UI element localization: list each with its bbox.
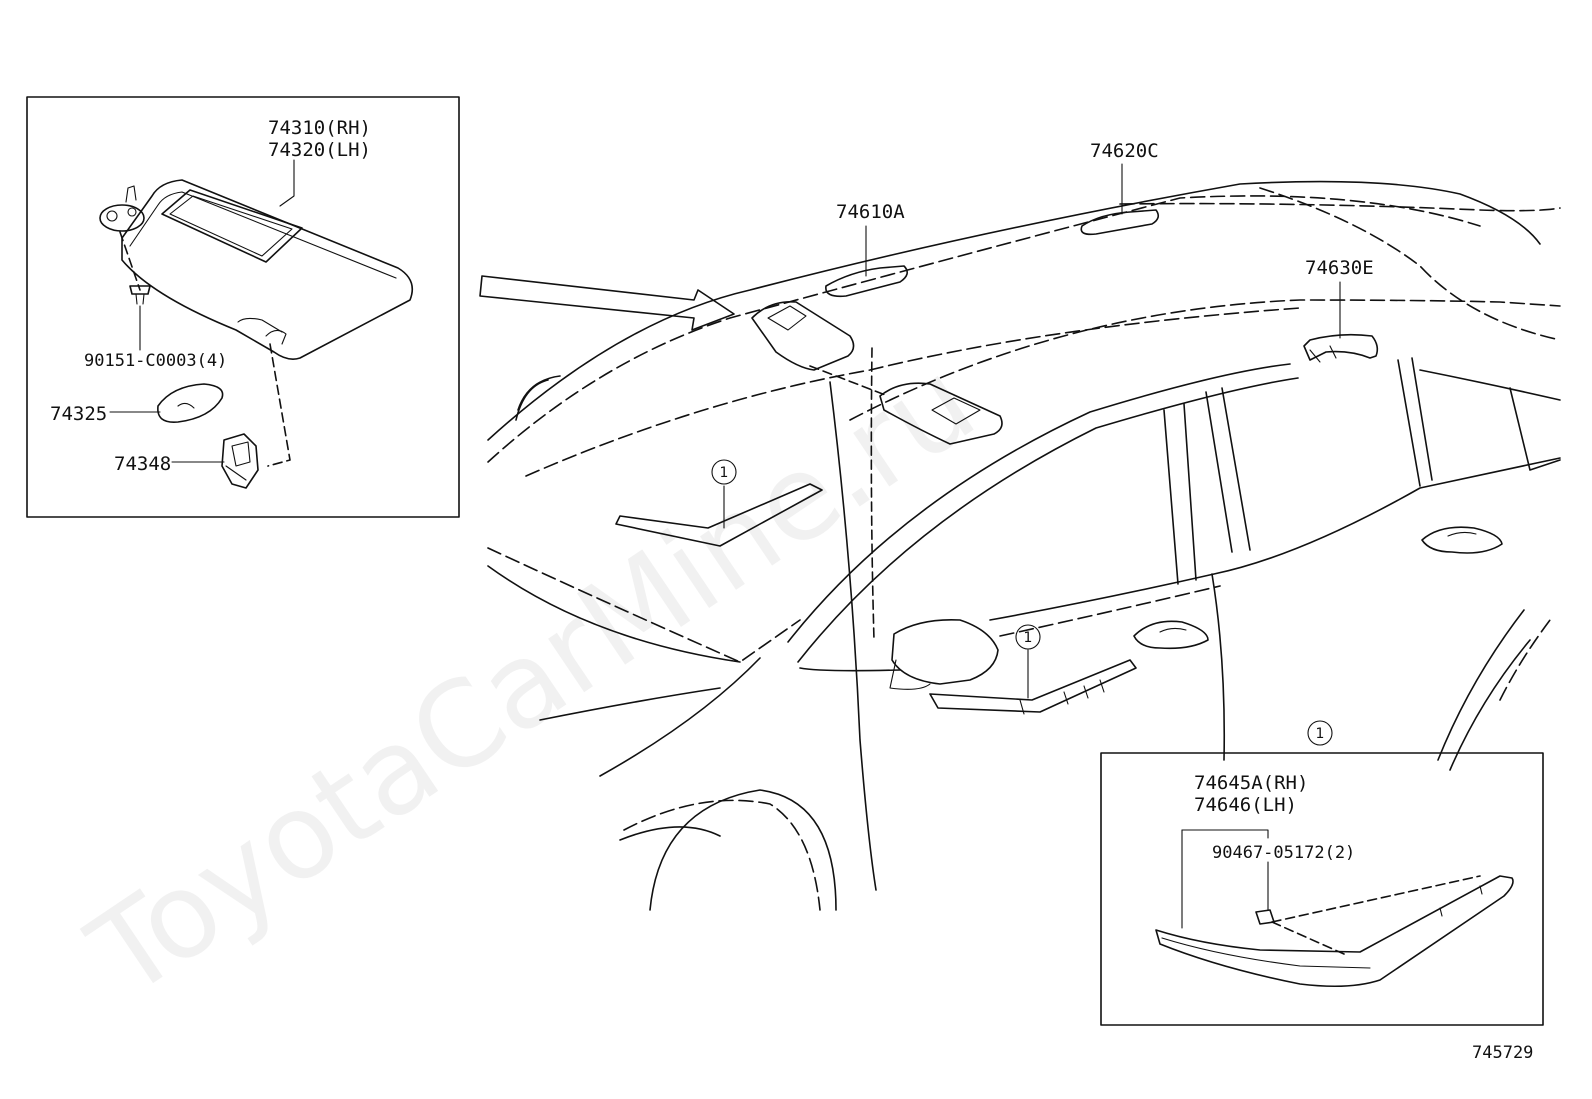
screw-guide-line — [119, 231, 141, 291]
label-74325: 74325 — [50, 403, 107, 425]
holder-drawing — [221, 433, 259, 489]
callout-1-c: 1 — [1307, 720, 1333, 746]
assist-grip-74630e — [1303, 333, 1379, 361]
label-90467-05172: 90467-05172(2) — [1212, 843, 1355, 863]
svg-text:1: 1 — [720, 465, 729, 481]
label-74645a-rh: 74645A(RH) — [1194, 772, 1308, 794]
callout-1-b: 1 — [1015, 624, 1041, 650]
vehicle-body-drawing — [487, 180, 1561, 911]
svg-text:1: 1 — [1024, 630, 1033, 646]
diagram-number: 745729 — [1472, 1043, 1533, 1063]
visor-in-vehicle — [751, 301, 1003, 445]
pillar-molding-detail — [1155, 875, 1514, 988]
screw-drawing — [129, 285, 151, 305]
label-74348: 74348 — [114, 453, 171, 475]
label-74610a: 74610A — [836, 201, 905, 223]
label-74630e: 74630E — [1305, 257, 1374, 279]
sun-visor-detail-box — [26, 96, 460, 518]
assist-grip-74610a — [825, 265, 908, 298]
label-74620c: 74620C — [1090, 140, 1159, 162]
pillar-molding-lower — [929, 659, 1137, 713]
label-74320-lh: 74320(LH) — [268, 139, 371, 161]
label-74310-rh: 74310(RH) — [268, 117, 371, 139]
callout-1-a: 1 — [711, 459, 737, 485]
clip-guide-lines — [1271, 875, 1481, 955]
visor-leader — [279, 159, 295, 207]
molding-detail-box — [1100, 752, 1544, 1026]
molding-leader-bracket — [1181, 829, 1269, 839]
cover-drawing — [157, 383, 224, 423]
pillar-moldings-in-vehicle — [615, 483, 1137, 715]
location-arrow — [479, 275, 735, 331]
assist-grips — [825, 209, 1379, 363]
watermark: ToyotaCarMine.ru — [66, 332, 999, 1023]
pillar-molding-front — [615, 483, 823, 547]
detail-frame-right — [1100, 752, 1544, 1026]
svg-text:1: 1 — [1316, 726, 1325, 742]
holder-guide-line — [267, 343, 291, 467]
label-74646-lh: 74646(LH) — [1194, 794, 1297, 816]
label-90151-c0003: 90151-C0003(4) — [84, 351, 227, 371]
sun-visor-drawing — [99, 179, 414, 360]
detail-frame-left — [26, 96, 460, 518]
assist-grip-74620c — [1080, 209, 1160, 236]
